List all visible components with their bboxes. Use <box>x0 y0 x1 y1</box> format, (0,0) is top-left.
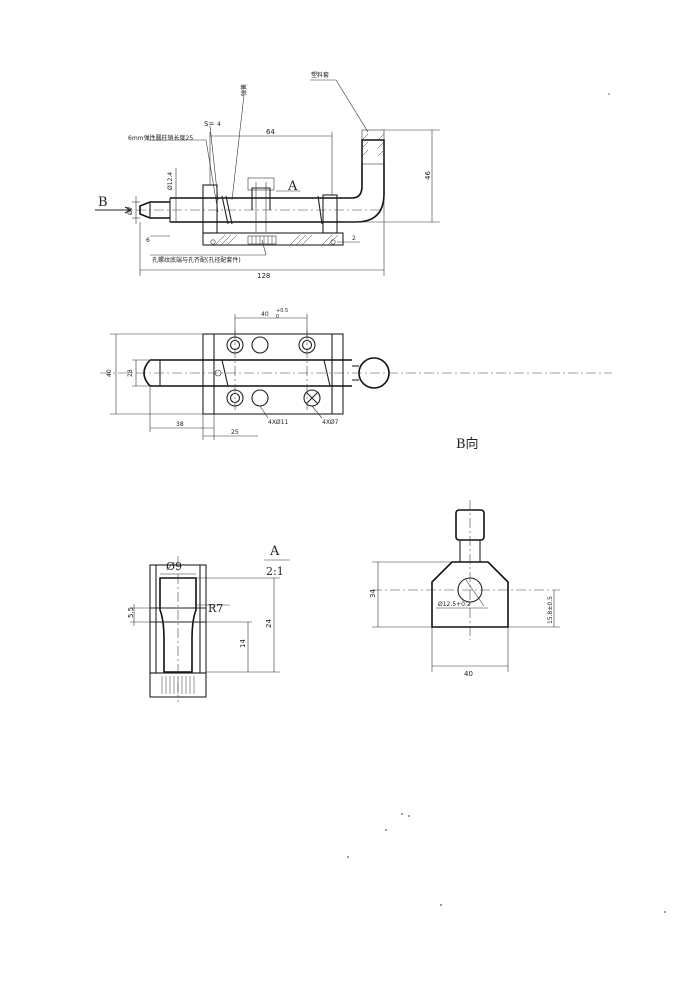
hole-7-2 <box>251 389 269 407</box>
spring-strip <box>247 235 277 245</box>
top-dimensions <box>110 314 323 440</box>
detail-a-plunger <box>159 577 197 673</box>
handle-sleeve <box>361 129 385 165</box>
detail-a-scale: 2:1 <box>266 565 284 578</box>
label-b-arrow: B <box>98 195 108 210</box>
sleeve-hatch <box>361 133 385 157</box>
dim-s-label: S= <box>204 120 214 128</box>
label-a-section: A <box>287 179 298 194</box>
dim-hole-diameter: Ø12.5+0.2 <box>438 601 471 608</box>
knob-a-body <box>251 187 271 210</box>
top-spring-right <box>323 359 331 387</box>
scan-specks <box>347 93 666 913</box>
dim-40-sup: +0.5 <box>276 308 288 314</box>
dim-40-width: 40 <box>464 670 473 678</box>
dim-40-height: 40 <box>106 369 113 377</box>
detail-a-dimensions <box>130 573 280 673</box>
dim-24: 24 <box>265 619 273 628</box>
dim-2: 2 <box>352 235 356 242</box>
dim-15-8: 15.8±0.5 <box>547 596 554 624</box>
dim-r7: R7 <box>208 602 223 615</box>
dim-phi7: Ø7 <box>127 206 134 215</box>
detail-a: A 2:1 Ø9 R7 5.5 14 24 <box>127 544 290 702</box>
top-view: 40 +0.5 0 40 28 38 25 4XØ11 4XØ7 <box>100 308 612 440</box>
dim-5-5: 5.5 <box>127 607 135 618</box>
dim-46: 46 <box>424 171 432 180</box>
dim-28: 28 <box>127 369 134 377</box>
note-handle-sleeve: 塑料套 <box>311 71 329 79</box>
dim-38: 38 <box>176 421 184 428</box>
dim-40-sub: 0 <box>276 314 279 320</box>
dim-14: 14 <box>239 639 247 648</box>
hole-7-1 <box>251 336 269 354</box>
dim-phi12: Ø12.4 <box>167 172 174 190</box>
note-spring-pin: 6mm弹性圆柱销长度25 <box>128 134 193 142</box>
dim-phi9: Ø9 <box>166 560 182 573</box>
view-b-title: B向 <box>456 436 479 452</box>
front-view: B A S= 4 弹簧 64 46 128 Ø12.4 Ø7 6 2 塑料套 6… <box>95 71 440 280</box>
note-bottom: 孔螺纹底端与孔齐配(孔径配套件) <box>152 256 241 264</box>
dim-40-tol: 40 <box>261 311 269 318</box>
pin-mark-right <box>330 239 336 245</box>
right-upright <box>322 194 338 234</box>
base-hatch <box>214 234 339 246</box>
handle <box>340 139 385 223</box>
knob-a-head <box>247 177 275 191</box>
view-b-dimensions <box>372 561 560 672</box>
spring-left <box>221 195 233 225</box>
spring-coils <box>251 236 273 244</box>
spring-right <box>317 195 323 225</box>
top-spring-left <box>221 359 229 387</box>
spring-note: 弹簧 <box>240 84 248 96</box>
top-base-plate <box>202 333 344 415</box>
dim-s-value: 4 <box>217 121 221 128</box>
dim-6: 6 <box>146 237 150 244</box>
base-plate <box>202 232 344 246</box>
detail-a-title: A <box>269 544 280 559</box>
holes-11-label: 4XØ11 <box>268 419 288 426</box>
front-dimensions <box>95 79 440 276</box>
pin-mark-left <box>210 239 216 245</box>
dim-64: 64 <box>266 128 275 136</box>
view-b: B向 34 Ø12.5+0.2 15.8±0.5 40 <box>369 436 560 678</box>
dim-34: 34 <box>369 589 377 598</box>
dim-128: 128 <box>257 272 270 280</box>
holes-7-label: 4XØ7 <box>322 419 339 426</box>
dim-25: 25 <box>231 429 239 436</box>
